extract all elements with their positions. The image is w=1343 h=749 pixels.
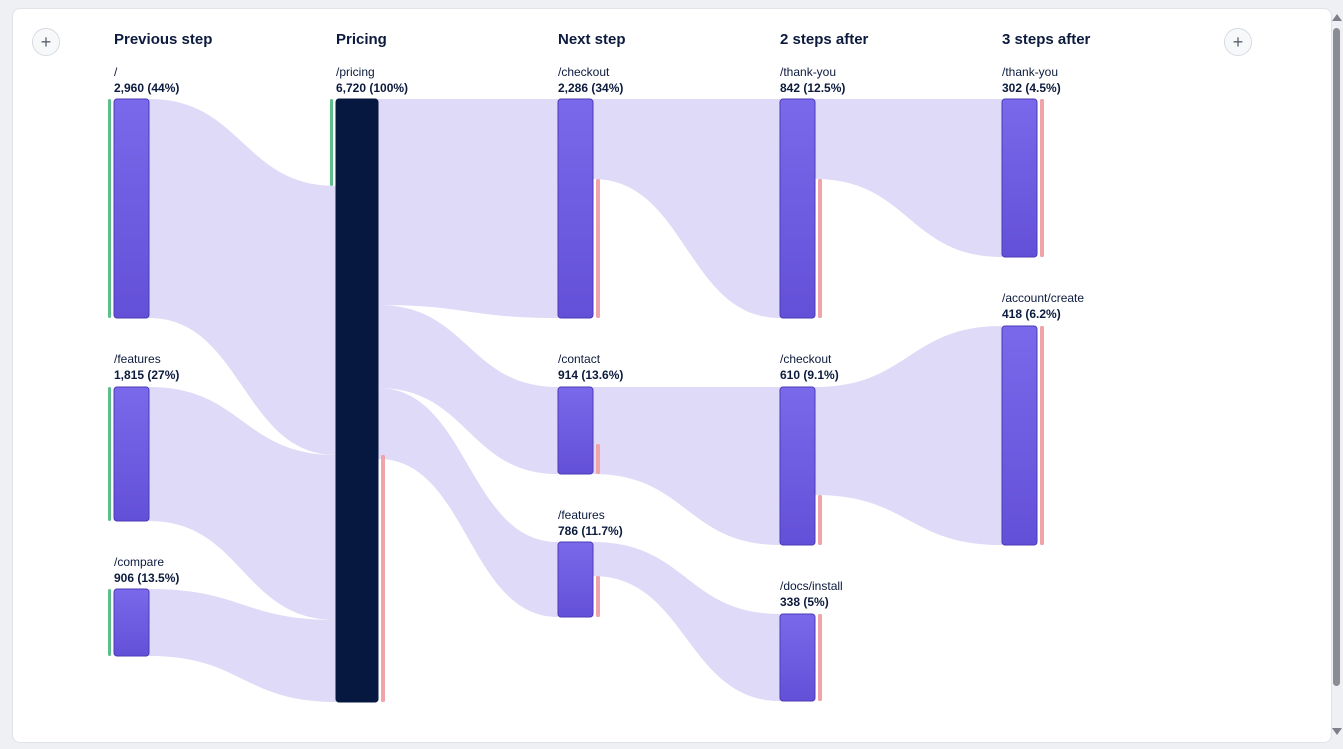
dropoff-bar-s3_account: [1040, 326, 1044, 545]
node-label-pricing[interactable]: /pricing 6,720 (100%): [336, 64, 408, 96]
node-bar-n_contact[interactable]: [557, 386, 594, 475]
node-count: 906 (13.5%): [114, 571, 180, 585]
node-bar-s3_thankyou[interactable]: [1001, 98, 1038, 258]
node-count: 610 (9.1%): [780, 368, 839, 382]
dropoff-bar-s2_docs: [818, 614, 822, 701]
node-label-step2-thank-you[interactable]: /thank-you 842 (12.5%): [780, 64, 845, 96]
node-count: 842 (12.5%): [780, 81, 846, 95]
inflow-bar-prev_features: [108, 387, 111, 521]
sankey-chart: [108, 98, 1044, 703]
flow-link-n_checkout-to-s2_thankyou[interactable]: [593, 99, 780, 318]
node-path: /checkout: [558, 65, 610, 79]
add-previous-step-button[interactable]: +: [32, 28, 60, 56]
node-count: 338 (5%): [780, 595, 829, 609]
node-path: /thank-you: [780, 65, 837, 79]
flow-link-n_features-to-s2_docs[interactable]: [593, 542, 780, 701]
node-label-prev-root[interactable]: / 2,960 (44%): [114, 64, 179, 96]
column-title-next-step: Next step: [558, 31, 626, 48]
node-bar-n_features[interactable]: [557, 541, 594, 618]
flow-link-pricing-to-n_checkout[interactable]: [378, 99, 558, 318]
node-bar-prev_features[interactable]: [113, 386, 150, 522]
node-label-step2-checkout[interactable]: /checkout 610 (9.1%): [780, 351, 839, 383]
node-path: /contact: [558, 352, 601, 366]
dropoff-bar-s2_thankyou: [818, 179, 822, 318]
column-title-3-steps-after: 3 steps after: [1002, 31, 1091, 48]
dropoff-bar-n_checkout: [596, 179, 600, 318]
flow-link-pricing-to-n_features[interactable]: [378, 388, 558, 617]
scroll-thumb[interactable]: [1333, 28, 1340, 686]
inflow-bar-prev_root: [108, 99, 111, 318]
flow-panel: + + Previous step Pricing Next step 2 st…: [12, 8, 1332, 743]
node-label-step3-thank-you[interactable]: /thank-you 302 (4.5%): [1002, 64, 1061, 96]
flow-link-s2_thankyou-to-s3_thankyou[interactable]: [815, 99, 1002, 257]
node-path: /account/create: [1002, 291, 1085, 305]
node-count: 786 (11.7%): [558, 524, 623, 538]
dropoff-bar-n_contact: [596, 444, 600, 474]
node-count: 2,960 (44%): [114, 81, 180, 95]
node-label-prev-compare[interactable]: /compare 906 (13.5%): [114, 554, 179, 586]
node-bar-n_checkout[interactable]: [557, 98, 594, 319]
node-label-next-contact[interactable]: /contact 914 (13.6%): [558, 351, 623, 383]
dropoff-bar-s2_checkout: [818, 495, 822, 545]
node-count: 2,286 (34%): [558, 81, 624, 95]
node-label-prev-features[interactable]: /features 1,815 (27%): [114, 351, 179, 383]
node-bar-prev_compare[interactable]: [113, 588, 150, 657]
node-count: 914 (13.6%): [558, 368, 624, 382]
inflow-bar-pricing: [330, 99, 333, 186]
flow-link-pricing-to-n_contact[interactable]: [378, 305, 558, 474]
node-path: /: [114, 65, 118, 79]
column-title-pricing: Pricing: [336, 31, 387, 48]
node-count: 302 (4.5%): [1002, 81, 1061, 95]
node-path: /docs/install: [780, 579, 843, 593]
node-label-next-features[interactable]: /features 786 (11.7%): [558, 507, 623, 539]
node-count: 6,720 (100%): [336, 81, 409, 95]
column-title-previous-step: Previous step: [114, 31, 213, 48]
node-path: /features: [558, 508, 605, 522]
vertical-scrollbar[interactable]: [1330, 8, 1343, 741]
node-bar-prev_root[interactable]: [113, 98, 150, 319]
node-bar-pricing[interactable]: [335, 98, 379, 703]
node-path: /features: [114, 352, 161, 366]
add-next-step-button[interactable]: +: [1224, 28, 1252, 56]
node-label-step3-account-create[interactable]: /account/create 418 (6.2%): [1002, 290, 1084, 322]
flow-link-s2_checkout-to-s3_account[interactable]: [815, 326, 1002, 545]
node-path: /thank-you: [1002, 65, 1059, 79]
flow-link-prev_features-to-pricing[interactable]: [149, 387, 336, 620]
node-label-step2-docs-install[interactable]: /docs/install 338 (5%): [780, 578, 843, 610]
column-title-2-steps-after: 2 steps after: [780, 31, 869, 48]
node-count: 418 (6.2%): [1002, 307, 1061, 321]
node-bar-s3_account[interactable]: [1001, 325, 1038, 546]
node-bar-s2_docs[interactable]: [779, 613, 816, 702]
flow-link-prev_compare-to-pricing[interactable]: [149, 589, 336, 702]
node-path: /compare: [114, 555, 165, 569]
node-label-next-checkout[interactable]: /checkout 2,286 (34%): [558, 64, 623, 96]
flow-link-prev_root-to-pricing[interactable]: [149, 99, 336, 455]
scroll-up-arrow-icon[interactable]: [1332, 14, 1342, 21]
node-count: 1,815 (27%): [114, 368, 180, 382]
node-bar-s2_checkout[interactable]: [779, 386, 816, 546]
node-bar-s2_thankyou[interactable]: [779, 98, 816, 319]
dropoff-bar-pricing: [381, 455, 385, 702]
scroll-down-arrow-icon[interactable]: [1332, 728, 1342, 735]
node-path: /pricing: [336, 65, 375, 79]
flow-link-n_contact-to-s2_checkout[interactable]: [593, 387, 780, 545]
node-path: /checkout: [780, 352, 832, 366]
inflow-bar-prev_compare: [108, 589, 111, 656]
dropoff-bar-s3_thankyou: [1040, 99, 1044, 257]
dropoff-bar-n_features: [596, 576, 600, 617]
